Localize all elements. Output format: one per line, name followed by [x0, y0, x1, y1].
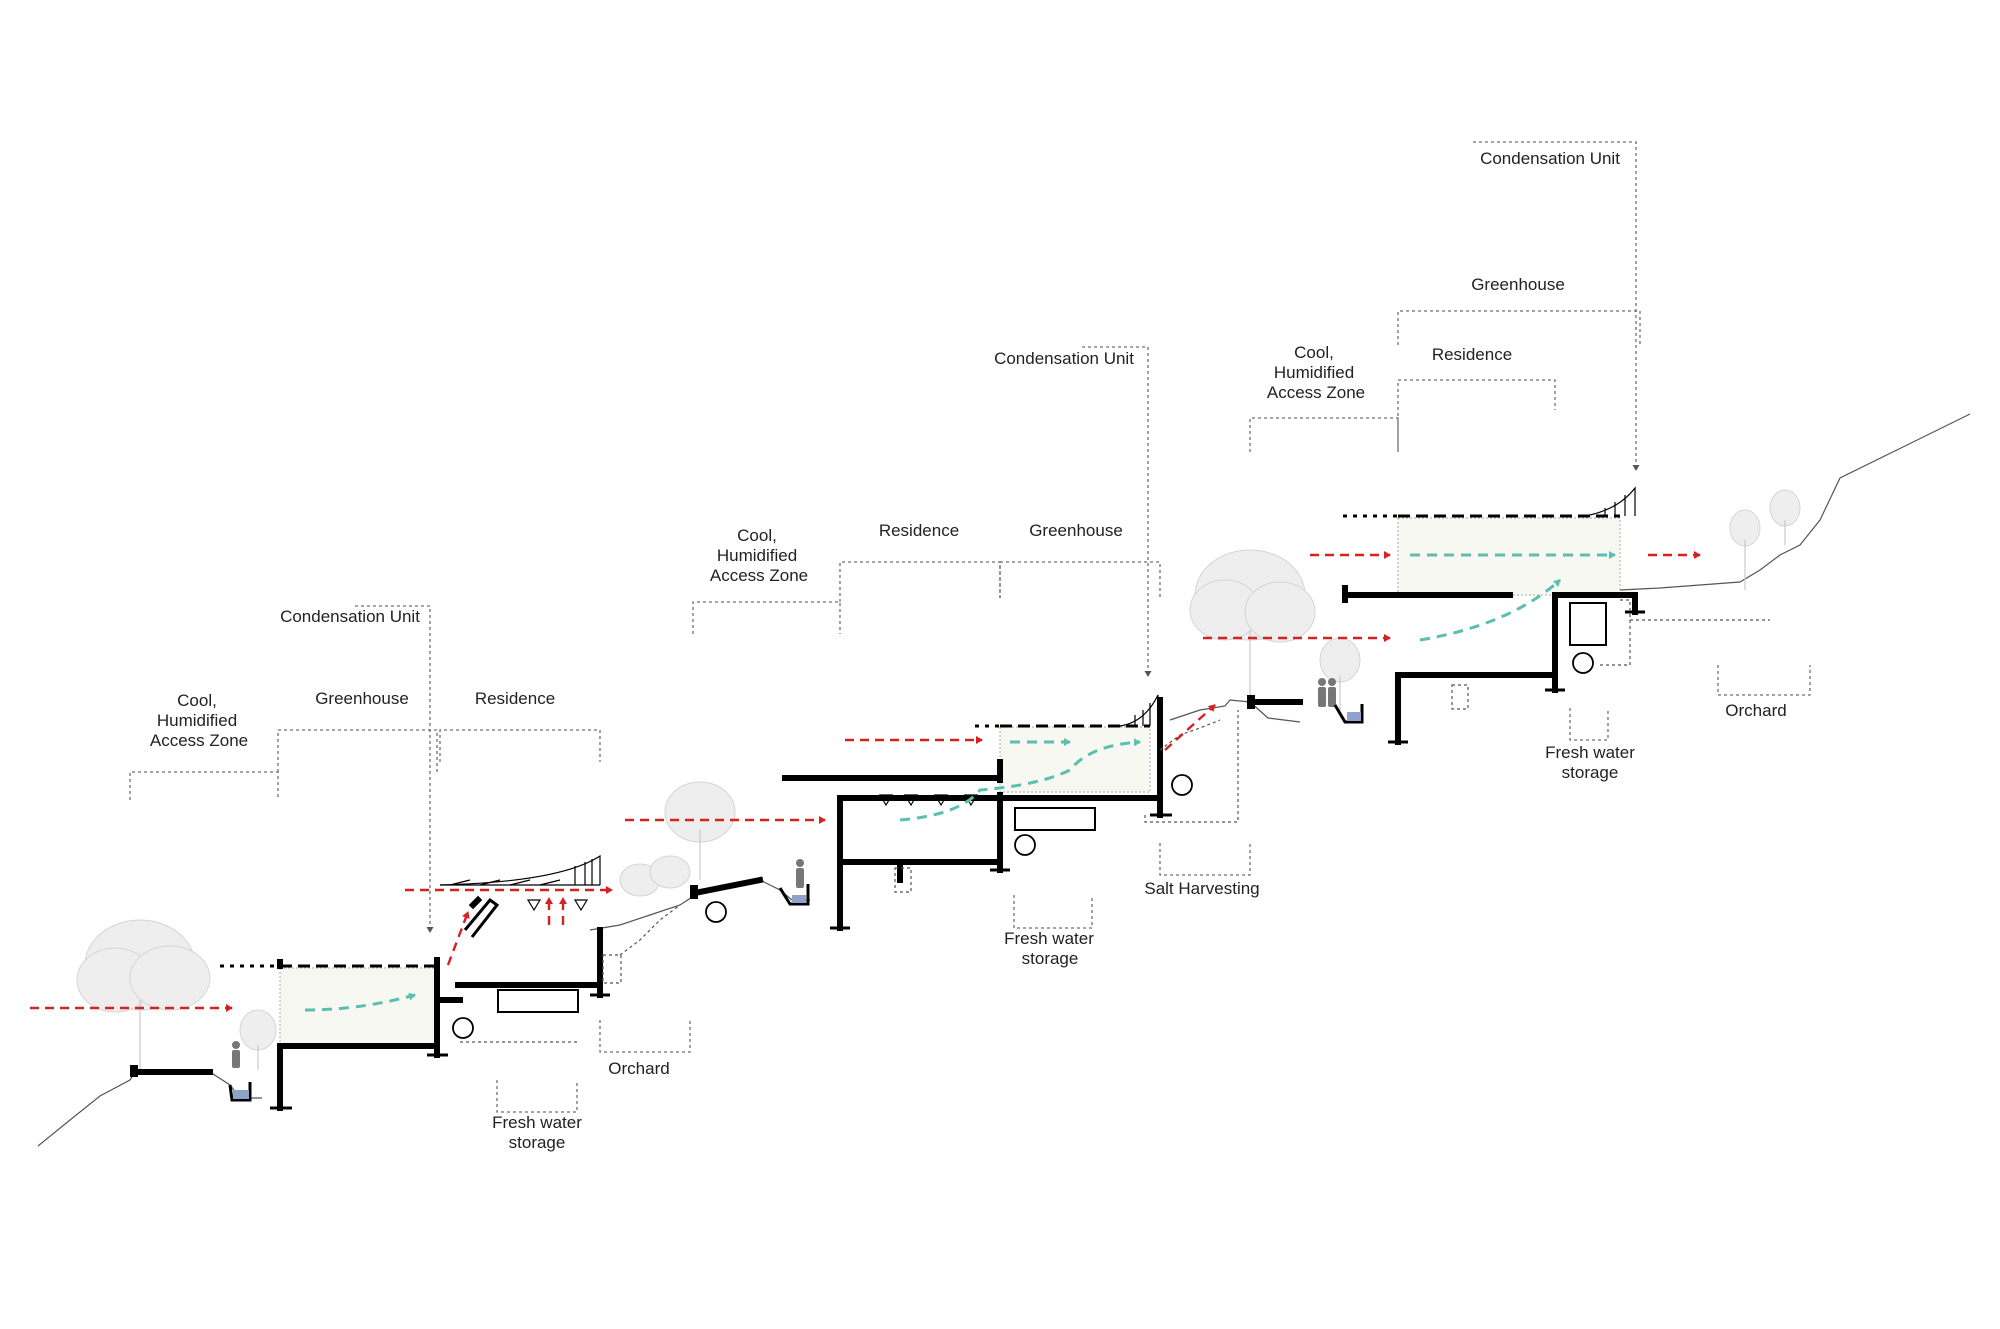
label-s3-residence: Residence: [1432, 345, 1512, 364]
tree-left: [76, 919, 211, 1072]
bracket-s2-residence: [839, 561, 1001, 602]
bracket-s1-water: [496, 1080, 578, 1113]
tree-mid: [1189, 549, 1316, 700]
bracket-s2-cool: [692, 601, 841, 634]
label-s1-cool-3: Access Zone: [150, 731, 248, 750]
label-s1-condensation: Condensation Unit: [280, 607, 420, 626]
hot-air-rise-s2: [1164, 704, 1216, 751]
label-s2-cool-1: Cool,: [737, 526, 777, 545]
label-s1-greenhouse: Greenhouse: [315, 689, 409, 708]
label-s3-orchard: Orchard: [1725, 701, 1786, 720]
bracket-s3-cool: [1249, 417, 1399, 452]
bracket-s2-greenhouse: [999, 561, 1161, 598]
leader-s3-condensation: [1473, 141, 1640, 471]
updraft-arrows-s1: [545, 897, 567, 925]
label-s1-water-1: Fresh water: [492, 1113, 582, 1132]
hot-air-rise-s1: [446, 911, 470, 966]
label-s2-residence: Residence: [879, 521, 959, 540]
label-s3-greenhouse: Greenhouse: [1471, 275, 1565, 294]
shrub-mid: [1319, 637, 1361, 715]
label-s1-residence: Residence: [475, 689, 555, 708]
shrub-left: [239, 1009, 277, 1070]
person-figure-2: [796, 859, 804, 888]
tree-orchard-1: [619, 781, 736, 897]
stage-2-structure: [690, 694, 1239, 931]
label-s1-cool-2: Humidified: [157, 711, 237, 730]
leader-s1-condensation: [355, 605, 434, 933]
cool-air-arrow-s3b: [1419, 578, 1562, 642]
label-s1-water-2: storage: [509, 1133, 566, 1152]
label-s1-cool-1: Cool,: [177, 691, 217, 710]
label-s2-cool-2: Humidified: [717, 546, 797, 565]
bracket-s3-greenhouse: [1397, 310, 1641, 345]
tree-orchard-3: [1729, 489, 1801, 590]
stage-1-structure: [130, 854, 681, 1111]
label-s3-cool-2: Humidified: [1274, 363, 1354, 382]
label-s2-water-1: Fresh water: [1004, 929, 1094, 948]
bracket-s3-residence: [1397, 379, 1556, 452]
label-s1-orchard: Orchard: [608, 1059, 669, 1078]
label-s2-greenhouse: Greenhouse: [1029, 521, 1123, 540]
bracket-s1-orchard: [599, 1020, 691, 1053]
bracket-s2-water: [1013, 895, 1093, 929]
bracket-s3-orchard: [1717, 665, 1811, 696]
label-s2-condensation: Condensation Unit: [994, 349, 1134, 368]
leader-s2-condensation: [1082, 346, 1152, 677]
label-s2-cool-3: Access Zone: [710, 566, 808, 585]
mister-icons-1: [526, 899, 589, 912]
label-s2-salt: Salt Harvesting: [1144, 879, 1259, 898]
label-s3-cool-3: Access Zone: [1267, 383, 1365, 402]
label-s3-water-2: storage: [1562, 763, 1619, 782]
person-figure-3: [1318, 678, 1336, 707]
label-s3-cool-1: Cool,: [1294, 343, 1334, 362]
cool-air-arrow-s1: [304, 992, 416, 1012]
person-figure-1: [232, 1041, 240, 1068]
label-s3-condensation: Condensation Unit: [1480, 149, 1620, 168]
label-s2-water-2: storage: [1022, 949, 1079, 968]
cool-air-arrow-s2b: [899, 738, 1141, 822]
bracket-s1-greenhouse: [277, 729, 438, 772]
bracket-s1-residence: [439, 729, 601, 762]
bracket-s1-cool: [129, 771, 279, 800]
bracket-s3-water: [1569, 708, 1609, 741]
bracket-s2-salt: [1159, 843, 1251, 876]
label-s3-water-1: Fresh water: [1545, 743, 1635, 762]
